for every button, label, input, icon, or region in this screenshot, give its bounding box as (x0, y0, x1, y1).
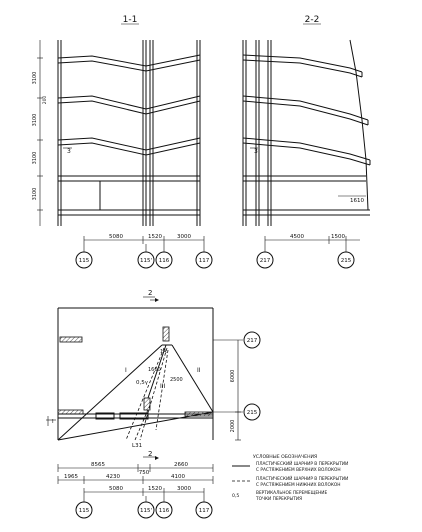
annot-1600: 1600 (148, 367, 161, 373)
level-dim-1: 3100 (32, 72, 38, 85)
plan-axis-115p: 115' (140, 508, 152, 514)
legend-item-1-line-2: С РАСТЯЖЕНИЕМ ВЕРХНИХ ВОЛОКОН (256, 467, 341, 473)
annot-I-left: I (52, 419, 54, 425)
axis-bubble-217: 217 (260, 258, 271, 264)
span-dim-2: 1520 (148, 234, 162, 240)
span-dim-2-2: 1500 (331, 234, 345, 240)
plan-axis-116: 116 (159, 508, 170, 514)
plan-side-dim-1: 6000 (230, 370, 236, 383)
axis-bubble-117: 117 (199, 258, 210, 264)
slab-plan: 2 I II III (46, 289, 261, 519)
plan-bottom-dim-3: 3000 (177, 486, 191, 492)
section-2-2-marker: 3 (254, 148, 258, 155)
plan-axis-215: 215 (247, 410, 258, 416)
inner-dim: 1610 (350, 198, 364, 204)
level-mark: 200 (42, 96, 48, 105)
plan-bottom-dim-1: 5080 (109, 486, 123, 492)
legend-symbol: 0,5 (232, 493, 239, 499)
annot-1A: 1A (160, 349, 167, 355)
zone-III: III (160, 383, 166, 390)
plan-upper-dim-2: 750 (139, 470, 150, 476)
legend-title: УСЛОВНЫЕ ОБОЗНАЧЕНИЯ (253, 454, 317, 460)
section-2-2: 2-2 3 1610 4500 (242, 15, 371, 269)
span-dim-3: 3000 (177, 234, 191, 240)
legend-item-1-line-1: ПЛАСТИЧЕСКИЙ ШАРНИР В ПЕРЕКРЫТИИ (256, 460, 348, 467)
plan-axis-217: 217 (247, 338, 258, 344)
section-2-2-title: 2-2 (305, 15, 320, 25)
plan-side-dim-2: 2000 (230, 420, 236, 433)
axis-bubble-115p: 115' (140, 258, 152, 264)
level-dim-3: 3100 (32, 152, 38, 165)
level-dim-2: 3100 (32, 114, 38, 127)
legend-item-2-line-1: ПЛАСТИЧЕСКИЙ ШАРНИР В ПЕРЕКРЫТИИ (256, 475, 348, 482)
zone-I: I (125, 367, 127, 374)
legend: УСЛОВНЫЕ ОБОЗНАЧЕНИЯ ПЛАСТИЧЕСКИЙ ШАРНИР… (232, 454, 348, 502)
annot-L31: L31 (132, 443, 142, 449)
level-dim-4: 3100 (32, 188, 38, 201)
plan-cut-label-bottom: 2 (148, 450, 152, 458)
annot-05y: 0,5γ (136, 380, 149, 386)
axis-bubble-115: 115 (79, 258, 90, 264)
legend-item-2-line-2: С РАСТЯЖЕНИЕМ НИЖНИХ ВОЛОКОН (256, 482, 341, 488)
axis-bubble-116: 116 (159, 258, 170, 264)
plan-lower-dim-2: 4230 (106, 474, 120, 480)
plan-lower-dim-1: 1965 (64, 474, 78, 480)
span-dim-1: 5080 (109, 234, 123, 240)
legend-item-3-line-1: ВЕРТИКАЛЬНОЕ ПЕРЕМЕЩЕНИЕ (256, 490, 327, 496)
plan-upper-dim-1: 8565 (91, 462, 105, 468)
plan-cut-label-top: 2 (148, 289, 152, 297)
zone-II: II (197, 367, 201, 374)
section-1-1-marker: 3 (67, 148, 71, 155)
legend-item-3-line-2: ТОЧКИ ПЕРЕКРЫТИЯ (255, 496, 302, 502)
annot-2500: 2500 (170, 377, 183, 383)
plan-axis-115: 115 (79, 508, 90, 514)
section-1-1-title: 1-1 (123, 15, 138, 25)
plan-bottom-dim-2: 1520 (148, 486, 162, 492)
section-1-1: 1-1 3100 3100 3100 (32, 15, 213, 269)
plan-upper-dim-3: 2660 (174, 462, 188, 468)
plan-lower-dim-3: 4100 (171, 474, 185, 480)
span-dim-2-1: 4500 (290, 234, 304, 240)
plan-axis-117: 117 (199, 508, 210, 514)
axis-bubble-215: 215 (341, 258, 352, 264)
